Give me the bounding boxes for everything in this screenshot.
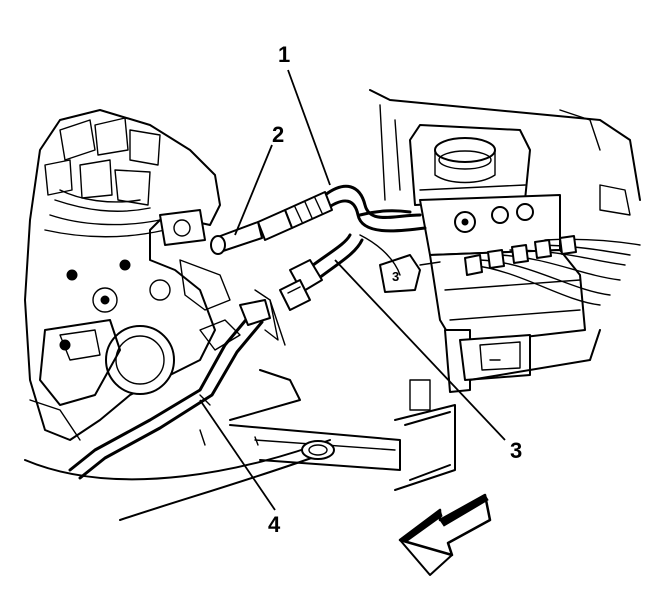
brake-hose-assembly xyxy=(210,184,427,311)
engine-assembly xyxy=(24,109,241,441)
callout-4: 4 xyxy=(268,512,281,537)
front-direction-arrow-icon xyxy=(398,493,492,576)
leader-line-1 xyxy=(287,69,331,186)
callout-3: 3 xyxy=(510,438,522,463)
brake-pipe xyxy=(68,289,286,480)
part-marker-3: 3 xyxy=(392,269,399,284)
master-cylinder-assembly: 3 xyxy=(369,89,641,393)
callout-2: 2 xyxy=(272,122,284,147)
leader-lines xyxy=(199,69,506,511)
leader-line-3 xyxy=(334,259,506,441)
leader-line-4 xyxy=(199,399,276,511)
callout-1: 1 xyxy=(278,42,290,67)
leader-line-2 xyxy=(234,144,273,236)
vehicle-body-panel xyxy=(24,369,456,521)
